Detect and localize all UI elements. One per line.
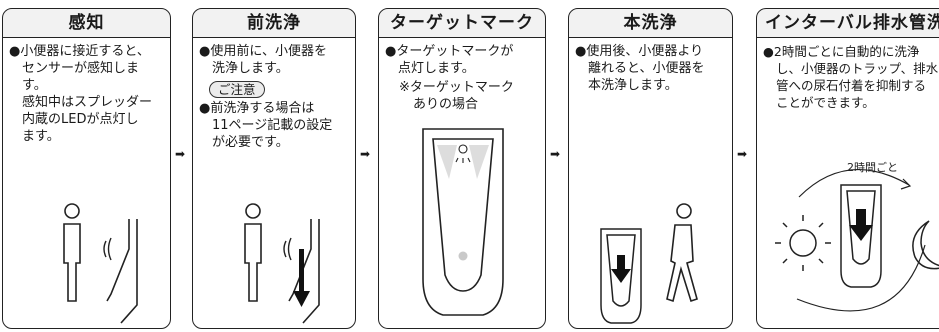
target-mark-illustration — [422, 128, 504, 316]
panel-main-flush: 本洗浄 ●使用後、小便器より 離れると、小便器を 本洗浄します。 — [568, 8, 733, 329]
preflush-illustration — [244, 203, 320, 324]
sensor-waves-icon — [103, 237, 112, 261]
sensor-light-icon — [455, 144, 471, 163]
panel-description: ●ターゲットマークが 点灯します。 ※ターゲットマーク ありの場合 — [385, 44, 514, 112]
flow-arrow: ➡ — [175, 147, 186, 161]
person-icon — [63, 203, 81, 302]
panel-target-mark: ターゲットマーク ●ターゲットマークが 点灯します。 ※ターゲットマーク ありの… — [378, 8, 546, 329]
moon-icon — [912, 220, 939, 270]
panel-description: ●2時間ごとに自動的に洗浄 し、小便器のトラップ、排水 管への尿石付着を抑制する… — [763, 44, 939, 110]
urinal-front-icon — [840, 184, 882, 288]
panel-sensing: 感知 ●小便器に接近すると、 センサーが感知しま す。 感知中はスプレッダー 内… — [2, 8, 171, 329]
sensor-waves-icon — [283, 237, 292, 261]
panel-description: ●使用後、小便器より 離れると、小便器を 本洗浄します。 — [575, 44, 705, 93]
sun-icon — [775, 215, 831, 271]
panel-title: 本洗浄 — [569, 9, 732, 38]
caution-badge: ご注意 — [209, 81, 265, 98]
panel-description: ●小便器に接近すると、 センサーが感知しま す。 感知中はスプレッダー 内蔵のL… — [9, 44, 153, 144]
down-arrow-icon — [611, 255, 631, 283]
panel-description: ●使用前に、小便器を 洗浄します。 ご注意 ●前洗浄する場合は 11ページ記載の… — [199, 44, 333, 150]
main-flush-illustration — [600, 203, 698, 324]
cycle-arrow-icon — [796, 168, 926, 312]
target-led-icon — [458, 251, 468, 261]
person-walking-icon — [666, 203, 698, 303]
urinal-front-icon — [600, 228, 642, 324]
panel-title: 前洗浄 — [193, 9, 355, 38]
interval-illustration: 2時間ごと — [775, 160, 939, 312]
down-arrow-icon — [293, 249, 310, 307]
flow-arrow: ➡ — [360, 147, 371, 161]
cycle-label: 2時間ごと — [847, 160, 898, 174]
down-arrow-icon — [849, 209, 873, 241]
panel-preflush: 前洗浄 ●使用前に、小便器を 洗浄します。 ご注意 ●前洗浄する場合は 11ペー… — [192, 8, 356, 329]
flow-arrow: ➡ — [737, 147, 748, 161]
urinal-front-icon — [422, 128, 504, 316]
person-icon — [244, 203, 262, 302]
panel-title: インターバル排水管洗浄 — [757, 9, 939, 38]
panel-interval-flush: インターバル排水管洗浄 ●2時間ごとに自動的に洗浄 し、小便器のトラップ、排水 … — [756, 8, 939, 329]
panel-title: ターゲットマーク — [379, 9, 545, 38]
panel-title: 感知 — [3, 9, 170, 38]
urinal-icon — [106, 219, 138, 324]
flow-arrow: ➡ — [550, 147, 561, 161]
sensing-illustration — [63, 203, 138, 324]
